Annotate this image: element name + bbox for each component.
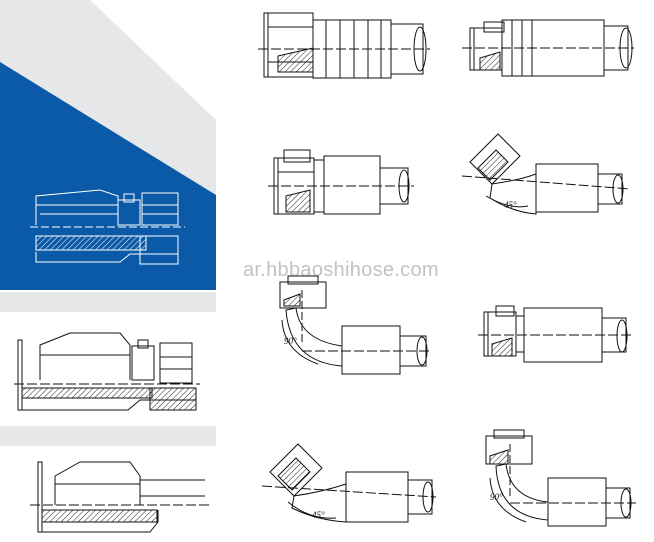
- gray-strip-2: [0, 426, 216, 446]
- fitting-straight-1: [258, 12, 430, 79]
- fitting-elbow-45-2: 45°: [261, 443, 437, 523]
- fitting-elbow-90-1: 90°: [279, 275, 432, 375]
- gray-strip-1: [0, 292, 216, 312]
- section-drawing-1: [14, 332, 200, 411]
- section-drawing-2: [30, 461, 210, 533]
- fitting-elbow-45-1: 45°: [461, 133, 631, 215]
- site-watermark: ar.hbbaoshihose.com: [243, 259, 439, 281]
- angle-label-90-1: 90°: [284, 336, 297, 346]
- fitting-straight-2: [462, 19, 634, 77]
- left-banner: [0, 0, 216, 446]
- angle-label-90-2: 90°: [490, 492, 503, 502]
- fitting-elbow-90-2: 90°: [485, 429, 636, 527]
- angle-label-45-2: 45°: [312, 510, 325, 520]
- angle-label-45-1: 45°: [504, 200, 517, 210]
- fitting-straight-4: [478, 305, 632, 363]
- fitting-straight-3: [268, 149, 414, 215]
- blue-panel: [0, 62, 216, 290]
- banner-fitting-drawing: [30, 189, 185, 265]
